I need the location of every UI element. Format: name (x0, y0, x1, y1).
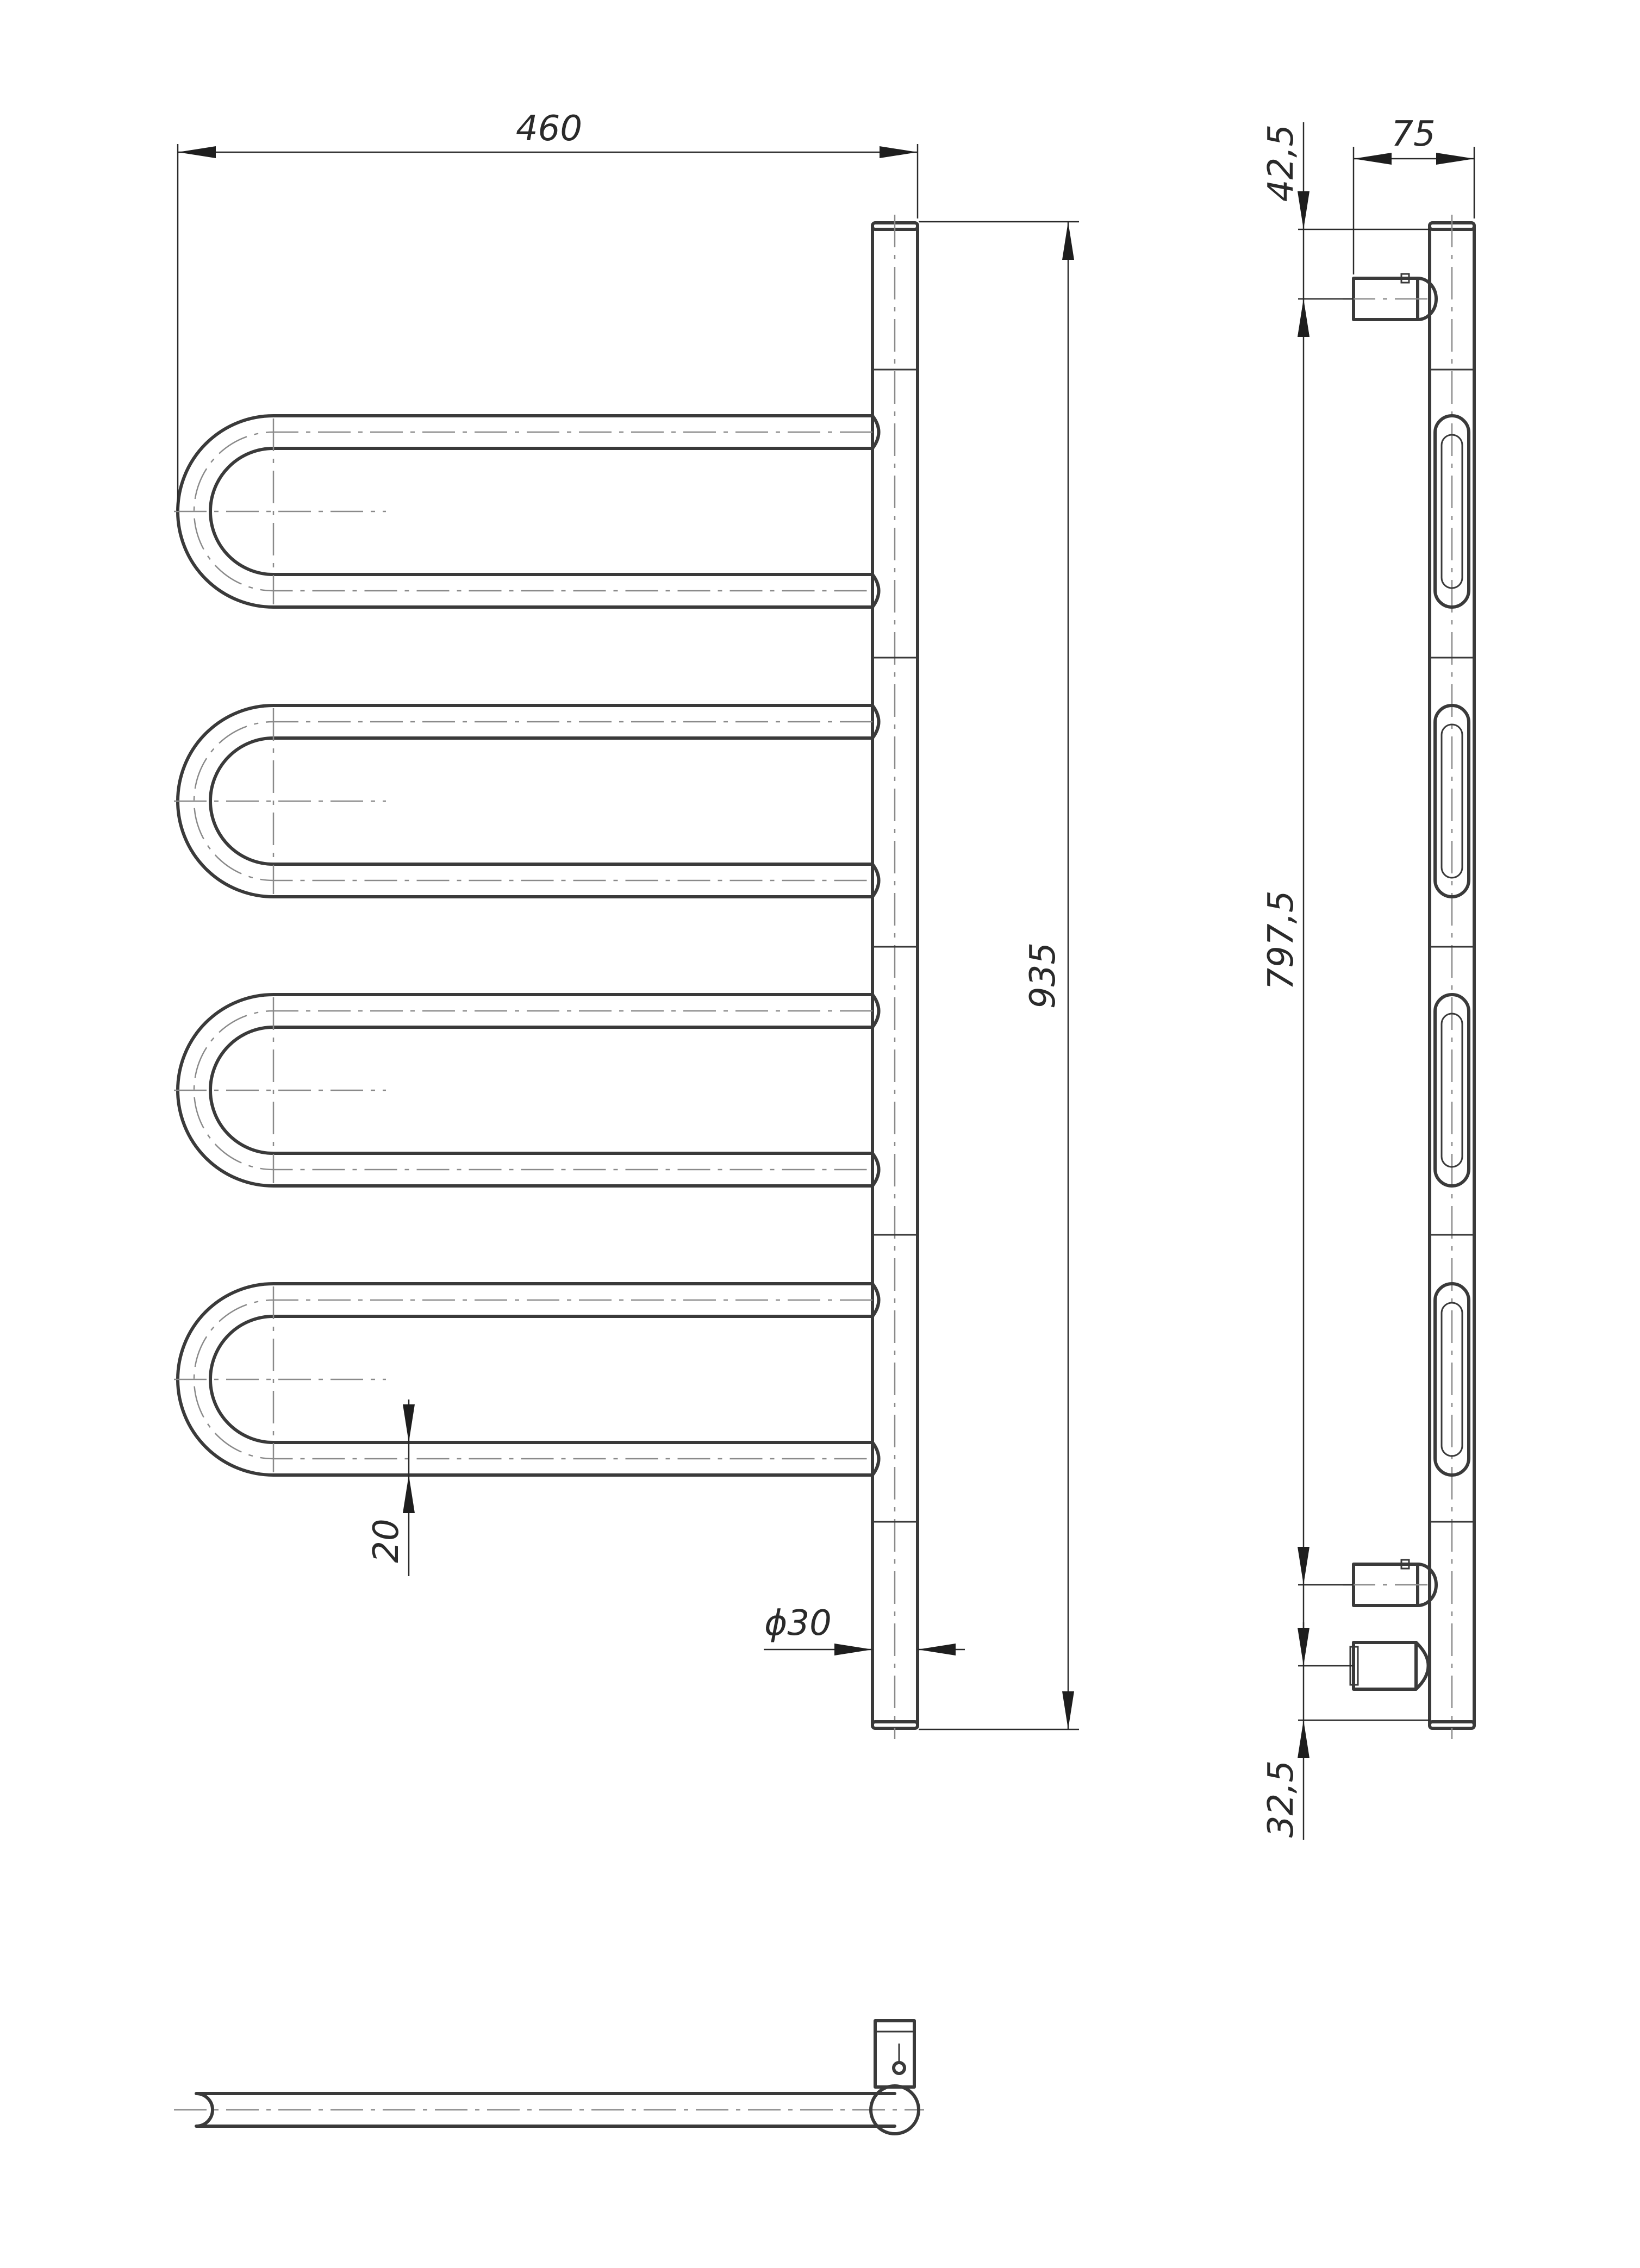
loop-1 (174, 414, 881, 609)
dim-height-label: 935 (1023, 942, 1063, 1009)
dim-connection-spacing: 797,5 (1261, 299, 1354, 1586)
dim-depth-label: 75 (1391, 114, 1435, 154)
dim-bottom-offset: 32,5 (1261, 1622, 1430, 1840)
dim-top-offset: 42,5 (1261, 122, 1430, 1630)
loop-4 (174, 1282, 881, 1477)
dim-diameter-label: ϕ30 (764, 1603, 832, 1644)
dim-width-label: 460 (516, 109, 582, 149)
dim-gap-label: 20 (366, 1519, 407, 1563)
riser-tube (871, 215, 919, 1739)
inlet-fitting (1349, 1632, 1431, 1700)
loop-2 (174, 704, 881, 898)
dim-depth: 75 (1352, 114, 1475, 274)
wall-fitting-bottom (1343, 1559, 1438, 1607)
front-view: 460 935 20 ϕ30 (174, 109, 1079, 1739)
side-riser (1428, 215, 1476, 1739)
dim-top-offset-label: 42,5 (1261, 124, 1301, 202)
dim-diameter: ϕ30 (764, 1603, 965, 1655)
dim-height: 935 (919, 221, 1079, 1730)
dim-width: 460 (177, 109, 919, 511)
top-view (174, 2019, 924, 2135)
side-view: 75 42,5 797,5 32,5 (1261, 114, 1476, 1840)
loop-3 (174, 993, 881, 1188)
side-loop-slots (1433, 414, 1470, 1477)
dim-connection-spacing-label: 797,5 (1261, 890, 1301, 990)
dim-bottom-offset-label: 32,5 (1261, 1760, 1301, 1838)
wall-fitting-top (1343, 273, 1438, 321)
dim-gap: 20 (366, 1399, 415, 1576)
